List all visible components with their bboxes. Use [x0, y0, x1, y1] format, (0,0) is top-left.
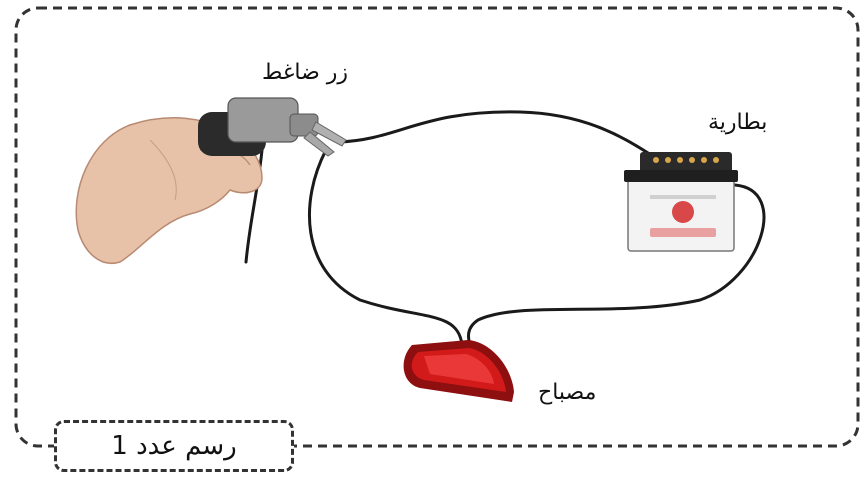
- battery-label: بطارية: [708, 110, 767, 135]
- wire-switch-battery: [338, 112, 660, 160]
- lamp-label: مصباح: [538, 380, 596, 405]
- wire-switch-lamp: [309, 150, 462, 345]
- push-button-icon: [198, 98, 346, 156]
- figure-caption-box: رسم عدد 1: [54, 420, 294, 472]
- lamp-icon: [404, 340, 514, 402]
- battery-icon: [624, 152, 738, 251]
- figure-caption: رسم عدد 1: [111, 431, 236, 461]
- switch-label: زر ضاغط: [262, 60, 348, 85]
